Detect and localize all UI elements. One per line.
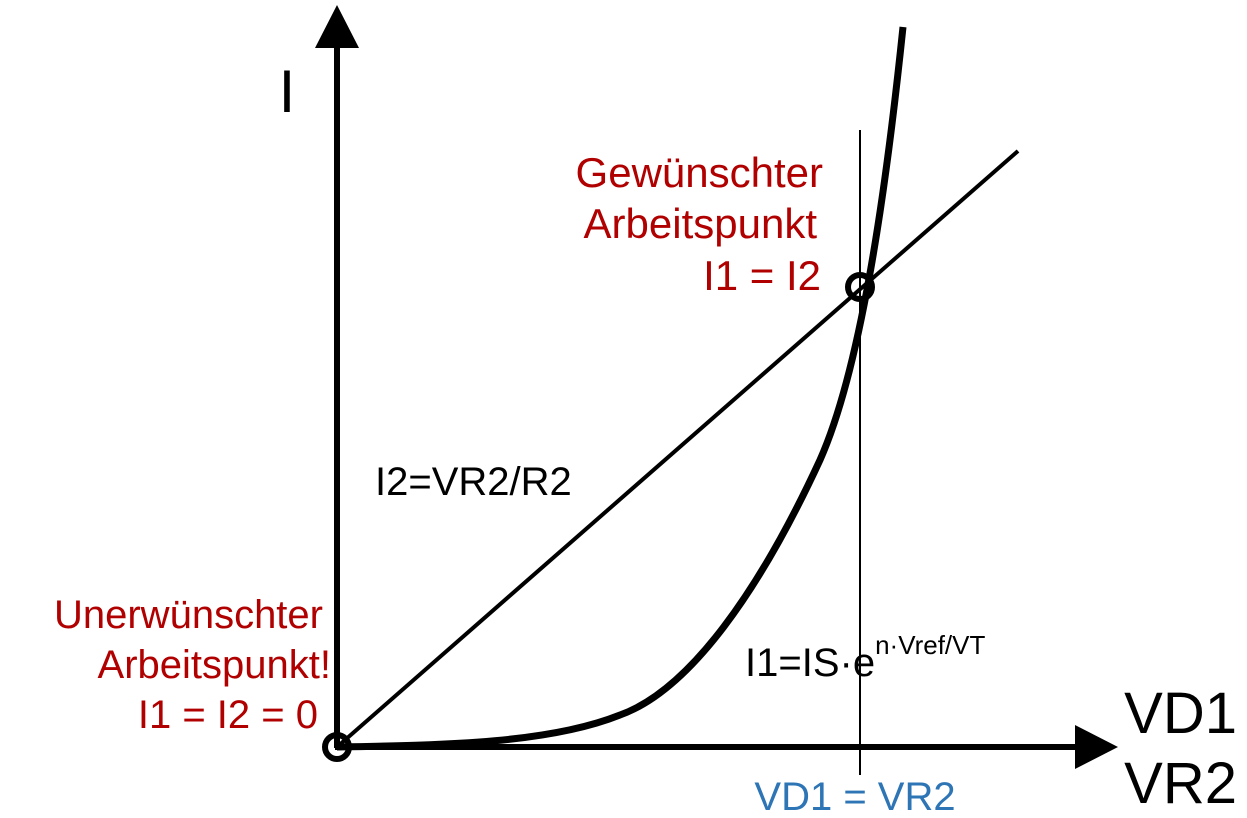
x-axis-arrowhead — [1075, 725, 1118, 769]
y-axis-arrowhead — [315, 5, 359, 48]
voltage-condition-label: VD1 = VR2 — [754, 775, 955, 818]
diode-equation-base: I1=IS·e — [745, 641, 875, 685]
diode-curve-equation: I1=IS·en·Vref/VT — [745, 630, 985, 685]
diode-equation-exponent: n·Vref/VT — [875, 630, 985, 660]
desired-point-title: Gewünschter — [576, 149, 823, 196]
x-axis-label-vr2: VR2 — [1124, 751, 1237, 816]
undesired-point-subtitle: Arbeitspunkt! — [98, 643, 331, 687]
resistor-line-equation: I2=VR2/R2 — [375, 460, 572, 504]
desired-operating-point-marker — [845, 272, 875, 302]
desired-point-subtitle: Arbeitspunkt — [584, 200, 818, 247]
desired-point-condition: I1 = I2 — [703, 252, 821, 299]
undesired-point-title: Unerwünschter — [54, 593, 323, 637]
undesired-operating-point-marker — [322, 732, 352, 762]
resistor-load-line — [335, 149, 1020, 749]
undesired-point-condition: I1 = I2 = 0 — [138, 693, 318, 737]
x-axis-label-vd1: VD1 — [1124, 681, 1237, 746]
y-axis-label: I — [279, 58, 296, 125]
diode-exponential-curve — [336, 26, 907, 751]
